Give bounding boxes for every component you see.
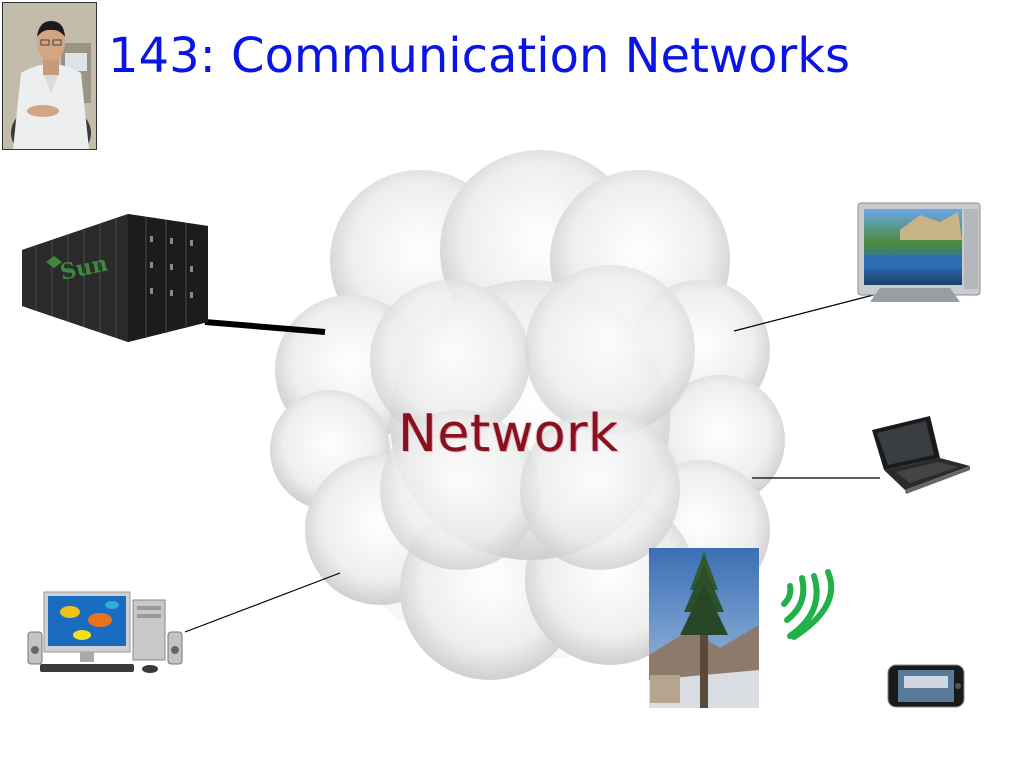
desktop-computer-icon — [27, 591, 183, 673]
smartphone-icon — [887, 664, 965, 708]
flat-screen-tv-icon — [857, 202, 981, 302]
network-label: Network — [398, 404, 619, 464]
datacenter-link — [204, 319, 326, 335]
tv-link — [733, 291, 886, 332]
cell-tower-tree-icon — [649, 548, 759, 708]
wireless-signal-icon — [781, 569, 835, 640]
slide-title: 143: Communication Networks — [108, 28, 851, 84]
desktop-link — [184, 572, 341, 633]
shipping-container-datacenter-icon: Sun — [22, 214, 208, 342]
presenter-photo — [2, 2, 97, 150]
netbook-laptop-icon — [872, 416, 970, 494]
network-cloud — [270, 150, 785, 680]
